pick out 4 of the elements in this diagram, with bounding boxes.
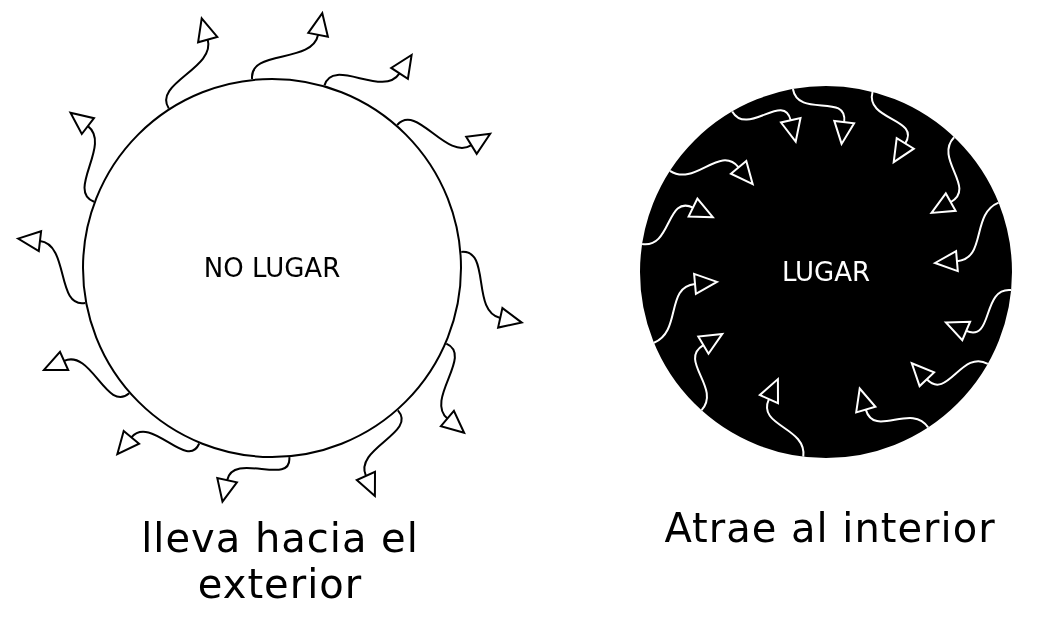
- node-label: lleva hacia el exterior: [140, 515, 420, 607]
- node-label: Atrae al interior: [663, 505, 997, 551]
- node-label: NO LUGAR: [203, 253, 341, 283]
- node-label: LUGAR: [781, 257, 871, 287]
